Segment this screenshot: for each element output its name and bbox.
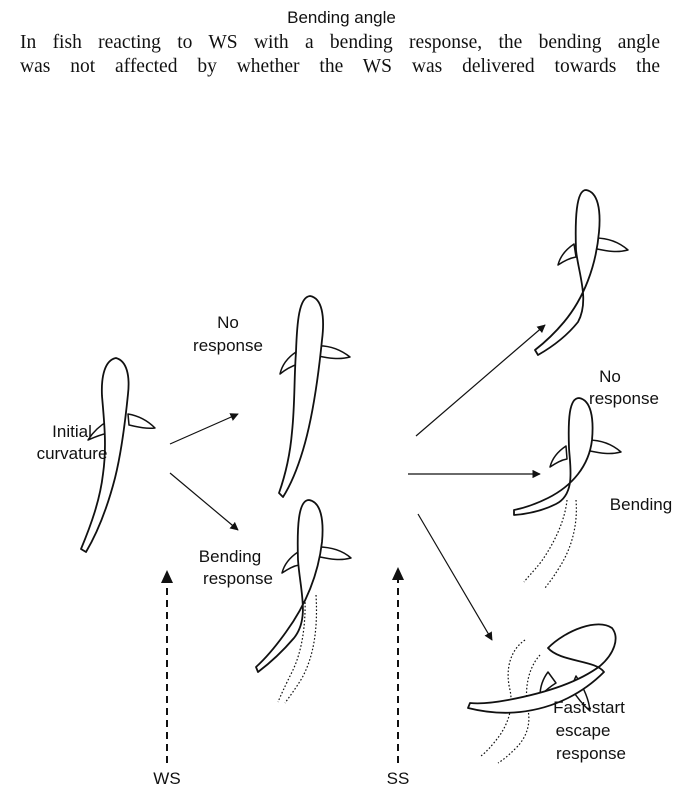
label-no-response-right-line2: response [589,389,659,408]
ghost-outline-fast [480,639,541,764]
fish-no-response-left [278,295,351,498]
label-initial-line1: Initial [52,422,92,441]
label-fast-start-line3: response [556,744,626,763]
ghost-outline-right [523,499,577,589]
ss-arrowhead [392,567,404,580]
label-no-response-right-line1: No [599,367,621,386]
ghost-outline [277,594,318,704]
arrow-to-no-response-right [415,324,546,437]
fish-initial [80,357,156,553]
label-fast-start-line2: escape [556,721,611,740]
label-bending-response-line1: Bending [199,547,261,566]
fish-fast-start [467,623,617,764]
paragraph-line-2: was not affected by whether the WS was d… [20,56,660,77]
arrow-to-fast-start [417,513,493,641]
ws-arrowhead [161,570,173,583]
section-heading: Bending angle [287,8,396,27]
arrow-to-no-response-left [169,413,239,445]
label-no-response-left-line1: No [217,313,239,332]
label-initial-line2: curvature [37,444,108,463]
label-ss: SS [387,769,410,788]
body-paragraph: In fish reacting to WS with a bending re… [20,31,660,79]
label-bending: Bending [610,495,672,514]
arrow-to-bending-response [169,472,239,531]
fish-bending-response [255,499,352,704]
label-no-response-left-line2: response [193,336,263,355]
fish-bending-right [513,397,622,589]
paragraph-line-1: In fish reacting to WS with a bending re… [20,32,660,53]
label-fast-start-line1: Fast-start [553,698,625,717]
label-ws: WS [153,769,180,788]
fish-no-response-right [534,189,629,356]
label-bending-response-line2: response [203,569,273,588]
